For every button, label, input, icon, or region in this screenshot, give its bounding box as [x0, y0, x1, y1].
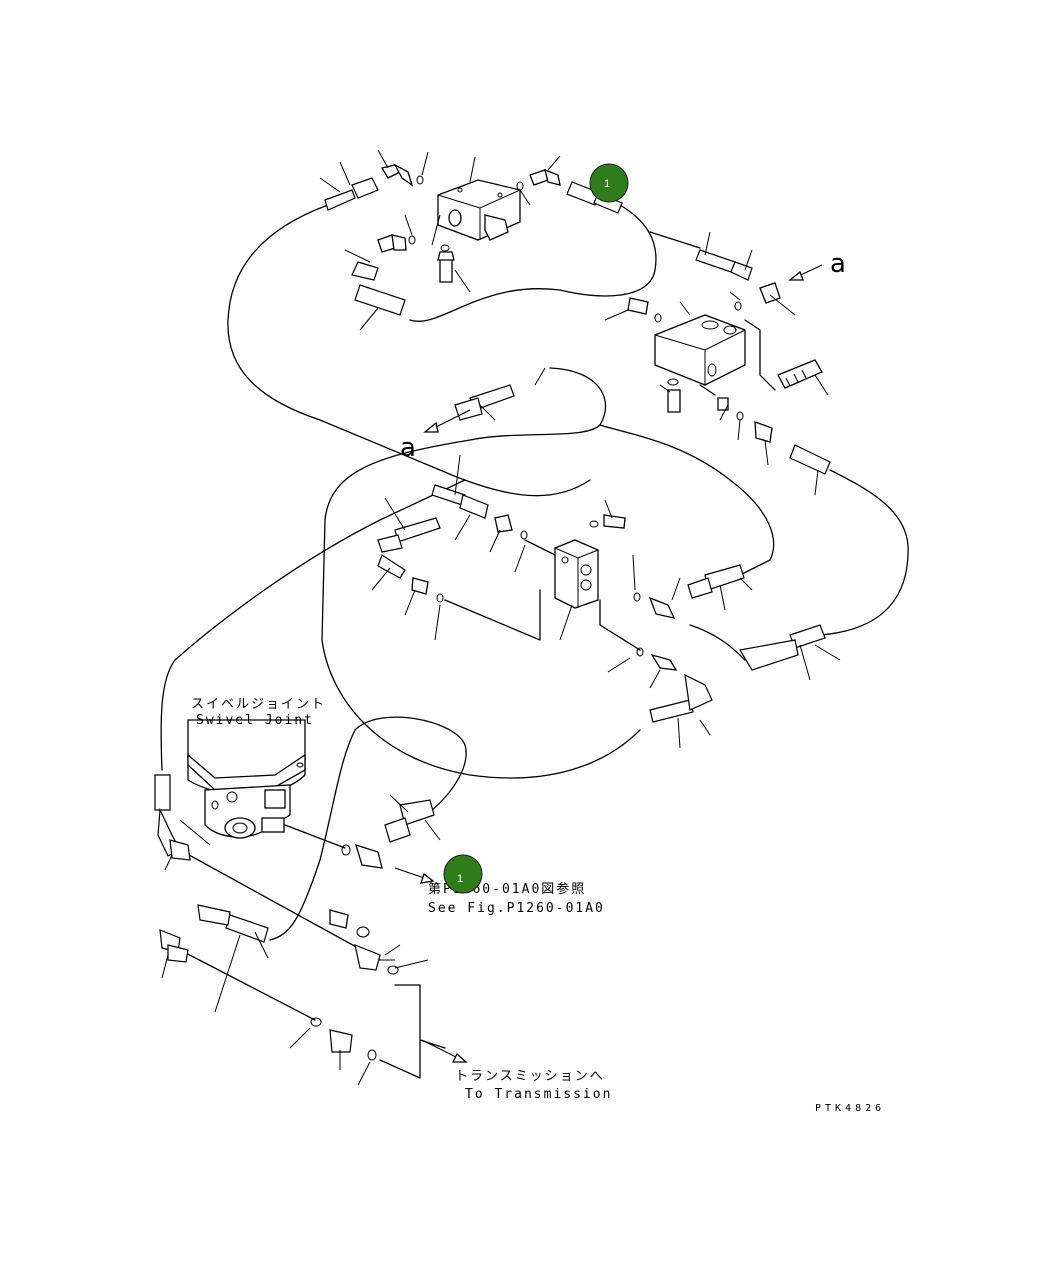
- hose-swivel-loop: [269, 716, 467, 941]
- valve-block-upper: [437, 179, 521, 241]
- direction-arrows: [394, 264, 823, 1063]
- swivel-joint-label-en: Swivel Joint: [196, 713, 314, 728]
- drawing-code: PTK4826: [815, 1103, 885, 1114]
- leader-lines: [161, 149, 841, 1086]
- valve-block-middle: [554, 539, 599, 609]
- hose-upper-right-loop: [409, 204, 657, 322]
- swivel-joint-label-jp: スイベルジョイント: [191, 697, 326, 712]
- hose-middle-loop-inner: [599, 424, 775, 576]
- small-fittings: [310, 163, 823, 1061]
- hose-routes: [160, 204, 909, 1079]
- hose-lower-diagonal: [179, 849, 381, 961]
- callout-number: 1: [604, 178, 610, 190]
- hose-fittings: [154, 177, 831, 1053]
- hose-upper-left-loop: [227, 204, 591, 497]
- hose-left-long: [160, 479, 466, 771]
- hose-lower-right: [689, 624, 746, 661]
- line-right-valve: [699, 319, 776, 396]
- line-swivel-to-fitting: [284, 824, 346, 849]
- hose-lower-diagonal-2: [179, 949, 316, 1021]
- hose-right-line: [649, 231, 701, 249]
- pipe-to-transmission: [379, 984, 446, 1079]
- callout-number: 1: [457, 873, 463, 885]
- hose-right-big-loop: [819, 469, 909, 636]
- view-a-label-lower: a: [400, 433, 416, 463]
- swivel-joint: [187, 719, 306, 839]
- callout-badge-2[interactable]: 1: [443, 854, 483, 894]
- to-transmission-label-jp: トランスミッションへ: [455, 1069, 605, 1084]
- to-transmission-label-en: To Transmission: [465, 1087, 612, 1102]
- see-fig-label-en: See Fig.P1260-01A0: [428, 901, 605, 916]
- valve-block-right: [654, 314, 746, 386]
- view-a-label-upper: a: [830, 249, 846, 279]
- callout-badge-1[interactable]: 1: [589, 163, 629, 203]
- line-valve-mid: [444, 539, 641, 651]
